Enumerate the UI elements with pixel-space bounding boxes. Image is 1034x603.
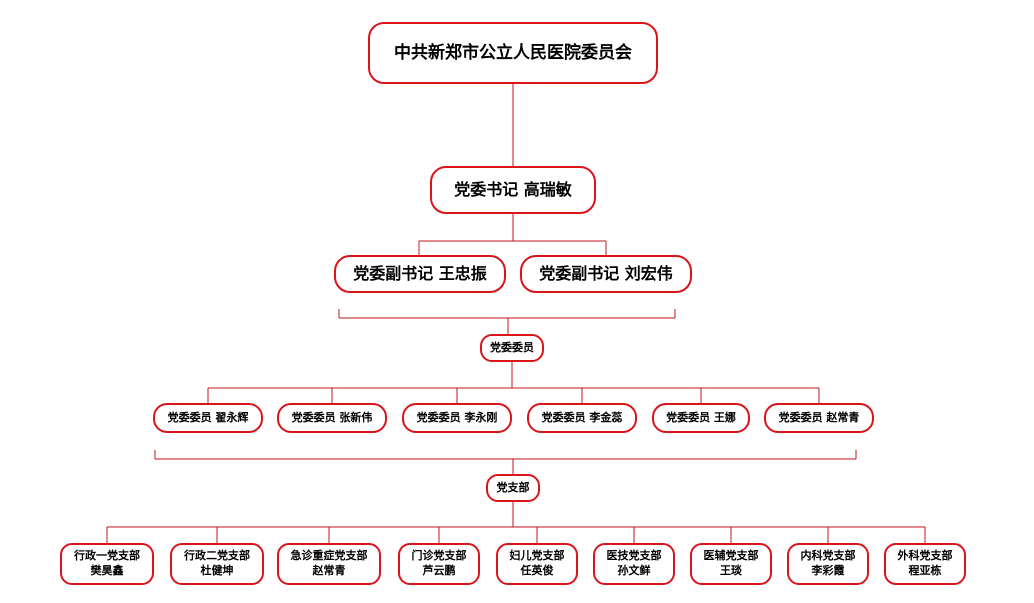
deputy-secretary-box: 党委副书记 王忠振 — [334, 255, 506, 293]
members-label: 党委委员 — [490, 341, 534, 355]
member-label: 党委委员 李金蕊 — [541, 411, 623, 425]
member-box: 党委委员 李金蕊 — [527, 403, 637, 433]
member-box: 党委委员 张新伟 — [277, 403, 387, 433]
deputy-secretary-label: 党委副书记 刘宏伟 — [539, 264, 673, 284]
members-label-box: 党委委员 — [480, 334, 544, 362]
branch-leader: 程亚栋 — [908, 564, 942, 577]
branch-leader: 李彩霞 — [811, 564, 845, 577]
branch-name: 妇儿党支部 — [509, 549, 565, 563]
member-box: 党委委员 王娜 — [652, 403, 750, 433]
branch-leader: 孙文鲜 — [617, 564, 651, 577]
deputy-secretary-box: 党委副书记 刘宏伟 — [520, 255, 692, 293]
branch-box: 内科党支部 李彩霞 — [787, 543, 869, 585]
branch-box: 门诊党支部 芦云鹏 — [398, 543, 480, 585]
member-label: 党委委员 赵常青 — [778, 411, 860, 425]
branch-name: 医技党支部 — [606, 549, 662, 563]
branch-name: 医辅党支部 — [703, 549, 759, 563]
branch-box: 医技党支部 孙文鲜 — [593, 543, 675, 585]
branches-label-box: 党支部 — [486, 474, 540, 502]
branch-name: 急诊重症党支部 — [290, 549, 368, 563]
branch-box: 外科党支部 程亚栋 — [884, 543, 966, 585]
member-label: 党委委员 翟永辉 — [167, 411, 249, 425]
branch-box: 医辅党支部 王琰 — [690, 543, 772, 585]
branch-leader: 樊昊鑫 — [90, 564, 124, 577]
branches-label: 党支部 — [496, 481, 530, 495]
member-label: 党委委员 李永刚 — [416, 411, 498, 425]
member-box: 党委委员 翟永辉 — [153, 403, 263, 433]
branch-name: 内科党支部 — [800, 549, 856, 563]
branch-name: 行政一党支部 — [74, 549, 140, 563]
branch-leader: 赵常青 — [312, 564, 346, 577]
branch-box: 行政一党支部 樊昊鑫 — [60, 543, 154, 585]
member-label: 党委委员 张新伟 — [291, 411, 373, 425]
member-box: 党委委员 赵常青 — [764, 403, 874, 433]
branch-leader: 任英俊 — [520, 564, 554, 577]
branch-box: 行政二党支部 杜健坤 — [170, 543, 264, 585]
branch-name: 行政二党支部 — [184, 549, 250, 563]
org-title-box: 中共新郑市公立人民医院委员会 — [368, 22, 658, 84]
branch-name: 门诊党支部 — [411, 549, 467, 563]
member-label: 党委委员 王娜 — [666, 411, 736, 425]
branch-name: 外科党支部 — [897, 549, 953, 563]
secretary-label: 党委书记 高瑞敏 — [454, 180, 572, 200]
member-box: 党委委员 李永刚 — [402, 403, 512, 433]
deputy-secretary-label: 党委副书记 王忠振 — [353, 264, 487, 284]
branch-leader: 王琰 — [720, 564, 742, 577]
secretary-box: 党委书记 高瑞敏 — [430, 166, 596, 214]
branch-box: 妇儿党支部 任英俊 — [496, 543, 578, 585]
branch-box: 急诊重症党支部 赵常青 — [277, 543, 381, 585]
branch-leader: 芦云鹏 — [422, 564, 456, 577]
branch-leader: 杜健坤 — [200, 564, 234, 577]
org-title: 中共新郑市公立人民医院委员会 — [394, 42, 632, 63]
